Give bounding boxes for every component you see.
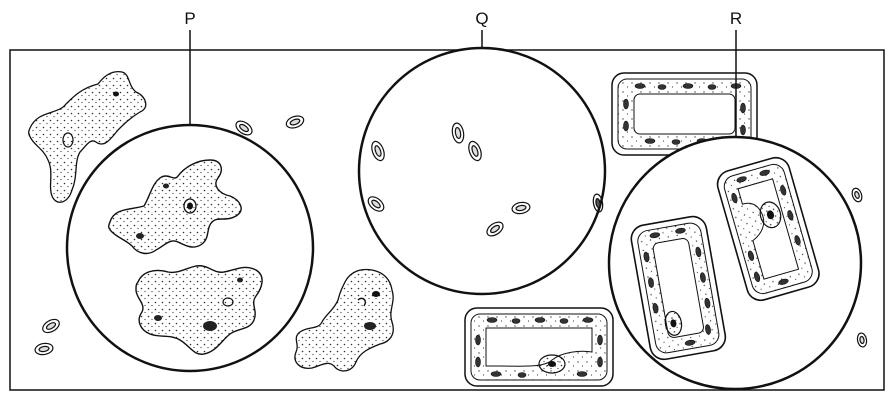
magnified-view-r — [609, 137, 861, 389]
label-r: R — [730, 9, 742, 28]
plant-cell-bg-2 — [465, 308, 613, 386]
magnified-view-q — [359, 48, 605, 294]
label-p: P — [184, 9, 195, 28]
label-q-group: Q — [475, 9, 488, 48]
magnified-view-p — [67, 125, 313, 371]
label-q: Q — [475, 9, 488, 28]
